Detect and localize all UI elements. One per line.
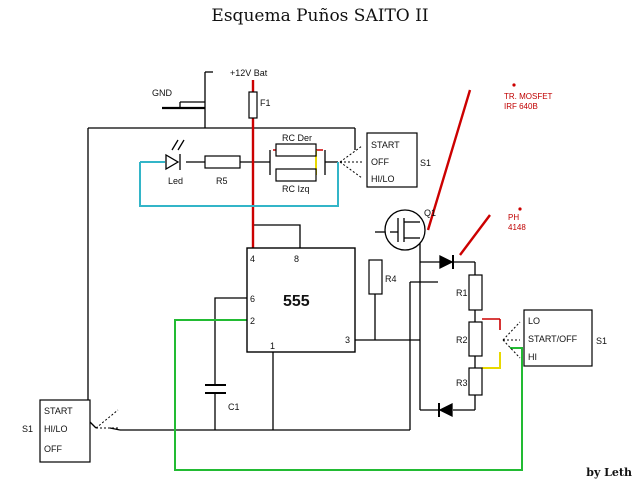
resistor-r2: [468, 321, 483, 357]
rc-izq-label: RC Izq: [282, 184, 310, 194]
switch-left-line-2: HI/LO: [44, 424, 68, 434]
r3-label: R3: [456, 378, 468, 388]
led-return: [139, 162, 339, 207]
mosfet-q1: [384, 209, 426, 251]
switch-top-box: [366, 132, 418, 188]
pin-2: 2: [250, 316, 255, 326]
diagram-title: Esquema Puños SAITO II: [211, 6, 429, 26]
switch-left-line-1: START: [44, 406, 73, 416]
ic-label: 555: [283, 293, 310, 310]
diode-note-1: PH: [508, 213, 519, 222]
switch-top-line-2: OFF: [371, 157, 389, 167]
resistor-r5: [204, 155, 241, 169]
r2-label: R2: [456, 335, 468, 345]
c1-label: C1: [228, 402, 240, 412]
heater-rc-der: [275, 143, 317, 157]
switch-left-name: S1: [22, 424, 33, 434]
diode-top: [439, 254, 454, 270]
mosfet-pointer: [426, 89, 472, 231]
trigger-line: [174, 319, 523, 471]
fuse-label: F1: [260, 98, 271, 108]
switch-top-line-3: HI/LO: [371, 174, 395, 184]
gnd-label: GND: [152, 88, 173, 98]
resistor-r3: [468, 367, 483, 396]
r4-label: R4: [385, 274, 397, 284]
switch-left-line-3: OFF: [44, 444, 62, 454]
led: [165, 139, 185, 171]
switch-top-name: S1: [420, 158, 431, 168]
pin-3: 3: [345, 335, 350, 345]
switch-left-box: [39, 399, 91, 463]
bat-label: +12V Bat: [230, 68, 268, 78]
r5-label: R5: [216, 176, 228, 186]
switch-right-box: [523, 309, 593, 367]
q1-label: Q1: [424, 208, 436, 218]
switch-right-line-2: START/OFF: [528, 334, 578, 344]
pin-8: 8: [294, 254, 299, 264]
mosfet-note-2: IRF 640B: [504, 102, 538, 111]
led-label: Led: [168, 176, 183, 186]
r1-label: R1: [456, 288, 468, 298]
pin-6: 6: [250, 294, 255, 304]
fuse-f1: [248, 91, 258, 119]
diode-pointer: [459, 214, 491, 256]
resistor-r1: [468, 274, 483, 311]
rc-der-label: RC Der: [282, 133, 312, 143]
switch-top-line-1: START: [371, 140, 400, 150]
pin-4: 4: [250, 254, 255, 264]
heater-rc-izq: [275, 168, 317, 182]
annotation-arrows: [426, 89, 491, 256]
pin-1: 1: [270, 341, 275, 351]
diode-bottom: [438, 402, 453, 418]
switch-right-name: S1: [596, 336, 607, 346]
green-wires: [174, 319, 523, 471]
switch-throws: [95, 145, 521, 429]
capacitor-c1: [205, 384, 226, 394]
switch-right-line-1: LO: [528, 316, 540, 326]
author-credit: by Leth: [586, 466, 632, 479]
ic-555: [246, 247, 356, 353]
mosfet-note-1: TR. MOSFET: [504, 92, 553, 101]
diode-note-2: 4148: [508, 223, 526, 232]
cyan-wires: [139, 161, 339, 207]
switch-right-line-3: HI: [528, 352, 537, 362]
resistor-r4: [368, 259, 383, 295]
